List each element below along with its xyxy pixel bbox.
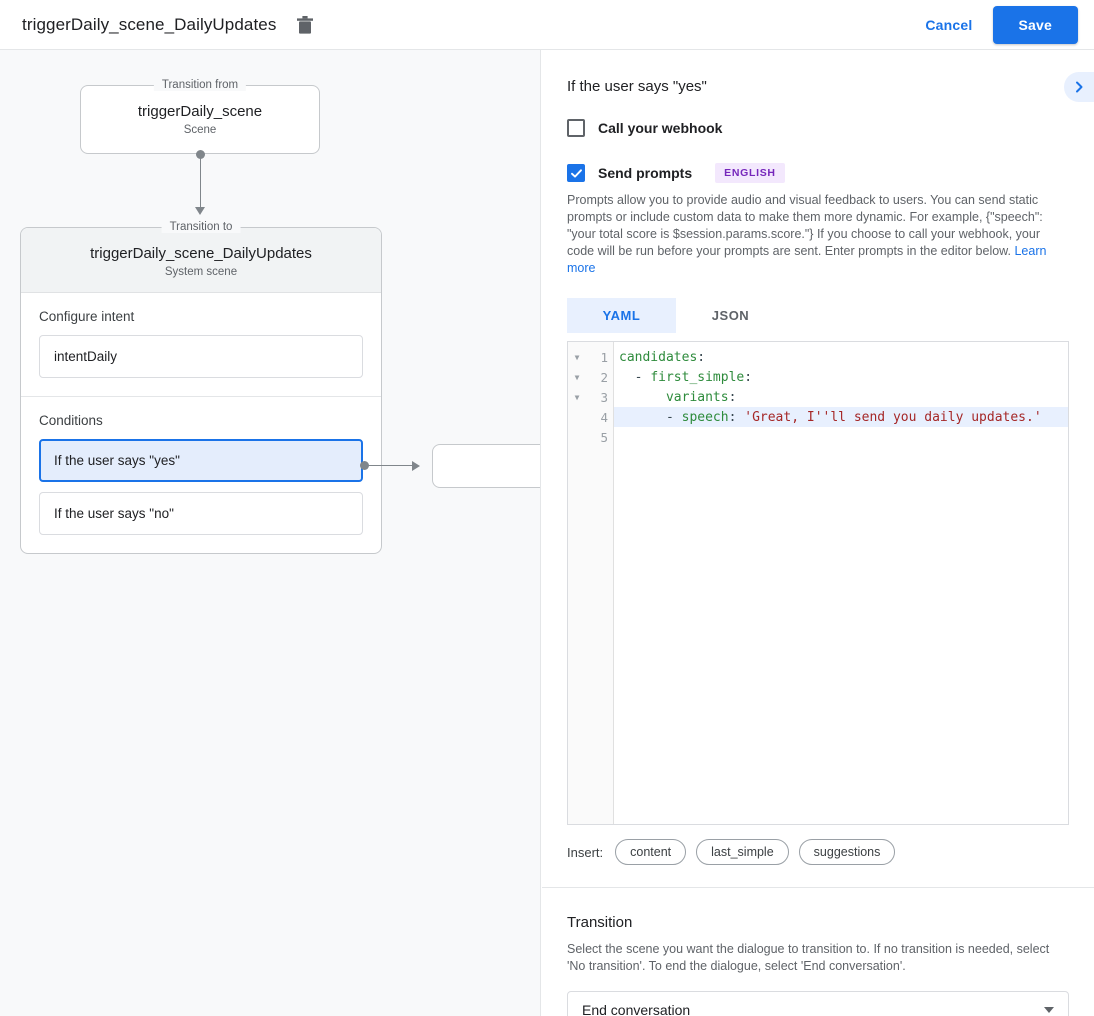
editor-code-line[interactable]: candidates:: [614, 347, 1068, 367]
configure-intent-section: Configure intent intentDaily: [21, 293, 381, 396]
configure-intent-label: Configure intent: [39, 309, 135, 324]
transition-section: Transition Select the scene you want the…: [542, 888, 1094, 1016]
send-prompts-row[interactable]: Send prompts ENGLISH: [567, 163, 1069, 183]
fold-triangle-icon[interactable]: ▼: [574, 392, 580, 402]
code-token: :: [697, 349, 706, 365]
code-token: speech: [681, 409, 729, 425]
intent-field[interactable]: intentDaily: [39, 335, 363, 378]
code-token: :: [728, 389, 737, 405]
node-to-legend: Transition to: [161, 221, 241, 233]
insert-chip-suggestions[interactable]: suggestions: [798, 839, 896, 865]
editor-gutter-line: ▼1: [568, 347, 613, 367]
prompts-description-text: Prompts allow you to provide audio and v…: [567, 193, 1043, 258]
editor-code-line[interactable]: variants:: [614, 387, 1068, 407]
condition-item-no[interactable]: If the user says "no": [39, 492, 363, 535]
top-bar: triggerDaily_scene_DailyUpdates Cancel S…: [0, 0, 1094, 50]
conditions-section: Conditions If the user says "yes" If the…: [21, 396, 381, 553]
conditions-label: Conditions: [39, 413, 103, 428]
node-from-subtitle: Scene: [183, 124, 217, 136]
connector-arrow-icon: [195, 207, 205, 215]
panel-title: If the user says "yes": [567, 78, 707, 95]
node-next-partial[interactable]: [432, 444, 540, 488]
transition-description: Select the scene you want the dialogue t…: [567, 942, 1050, 973]
transition-title: Transition: [567, 914, 633, 931]
editor-format-tabs: YAML JSON: [567, 298, 1069, 333]
language-badge: ENGLISH: [715, 163, 785, 183]
trash-icon: [297, 15, 314, 34]
node-to-subtitle: System scene: [164, 266, 238, 278]
node-from-legend: Transition from: [153, 79, 247, 91]
node-to-title: triggerDaily_scene_DailyUpdates: [90, 245, 312, 262]
fold-triangle-icon[interactable]: ▼: [574, 352, 580, 362]
chevron-down-icon: [1044, 1007, 1054, 1013]
connector-line: [200, 154, 201, 210]
node-from-title: triggerDaily_scene: [137, 103, 263, 120]
send-prompts-checkbox[interactable]: [567, 164, 585, 182]
insert-chip-content[interactable]: content: [615, 839, 687, 865]
tab-json[interactable]: JSON: [711, 308, 750, 323]
prompts-description: Prompts allow you to provide audio and v…: [567, 192, 1069, 277]
editor-line-number: 1: [600, 349, 608, 365]
topbar-actions: Cancel Save: [909, 5, 1094, 44]
editor-code-line[interactable]: - first_simple:: [614, 367, 1068, 387]
chevron-right-icon: [1076, 81, 1083, 93]
delete-button[interactable]: [292, 12, 318, 38]
editor-line-number: 4: [600, 409, 608, 425]
send-prompts-label: Send prompts: [598, 165, 693, 181]
editor-gutter-line: ▼2: [568, 367, 613, 387]
condition-connector-dot: [360, 461, 369, 470]
editor-gutter-line: ▼3: [568, 387, 613, 407]
condition-connector-arrow-icon: [412, 460, 420, 471]
panel-header: If the user says "yes": [542, 50, 1094, 102]
code-token: -: [619, 369, 651, 385]
insert-label: Insert:: [567, 844, 604, 860]
code-token: :: [744, 369, 753, 385]
condition-item-yes[interactable]: If the user says "yes": [39, 439, 363, 482]
node-to-header: triggerDaily_scene_DailyUpdates System s…: [21, 228, 381, 293]
editor-gutter-line: 5: [568, 427, 613, 447]
check-icon: [570, 168, 582, 178]
details-panel: If the user says "yes" Call your webhook: [542, 50, 1094, 1016]
editor-line-number: 5: [600, 429, 608, 445]
page-title: triggerDaily_scene_DailyUpdates: [22, 14, 277, 34]
editor-line-number: 2: [600, 369, 608, 385]
condition-connector-line: [368, 465, 413, 466]
node-transition-from[interactable]: Transition from triggerDaily_scene Scene: [80, 79, 320, 154]
code-token: first_simple: [650, 369, 745, 385]
insert-row: Insert: content last_simple suggestions: [567, 839, 1069, 887]
tab-yaml[interactable]: YAML: [567, 298, 676, 333]
transition-select-value: End conversation: [582, 1002, 691, 1016]
cancel-button[interactable]: Cancel: [909, 7, 988, 43]
webhook-row[interactable]: Call your webhook: [567, 119, 1069, 137]
editor-code-line[interactable]: - speech: 'Great, I''ll send you daily u…: [614, 407, 1068, 427]
webhook-checkbox[interactable]: [567, 119, 585, 137]
panel-body: Call your webhook Send prompts ENGLISH P…: [542, 119, 1094, 887]
code-token: candidates: [619, 349, 698, 365]
webhook-label: Call your webhook: [598, 120, 723, 136]
transition-select[interactable]: End conversation: [567, 991, 1069, 1016]
expand-panel-button[interactable]: [1064, 72, 1094, 102]
code-token: -: [619, 409, 682, 425]
code-token: variants: [619, 389, 729, 405]
code-token: :: [728, 409, 745, 425]
editor-line-number: 3: [600, 389, 608, 405]
save-button[interactable]: Save: [992, 5, 1078, 44]
panel-divider: [542, 887, 1094, 888]
fold-triangle-icon[interactable]: ▼: [574, 372, 580, 382]
learn-more-link[interactable]: Learn more: [567, 244, 1047, 275]
insert-chip-last-simple[interactable]: last_simple: [696, 839, 789, 865]
flow-canvas[interactable]: Transition from triggerDaily_scene Scene…: [0, 50, 541, 1016]
editor-code-area[interactable]: candidates: - first_simple: variants: - …: [614, 342, 1068, 824]
code-token: 'Great, I''ll send you daily updates.': [744, 409, 1042, 425]
node-transition-to[interactable]: Transition to triggerDaily_scene_DailyUp…: [20, 221, 382, 554]
editor-code-line[interactable]: [614, 427, 1068, 447]
editor-gutter-line: 4: [568, 407, 613, 427]
